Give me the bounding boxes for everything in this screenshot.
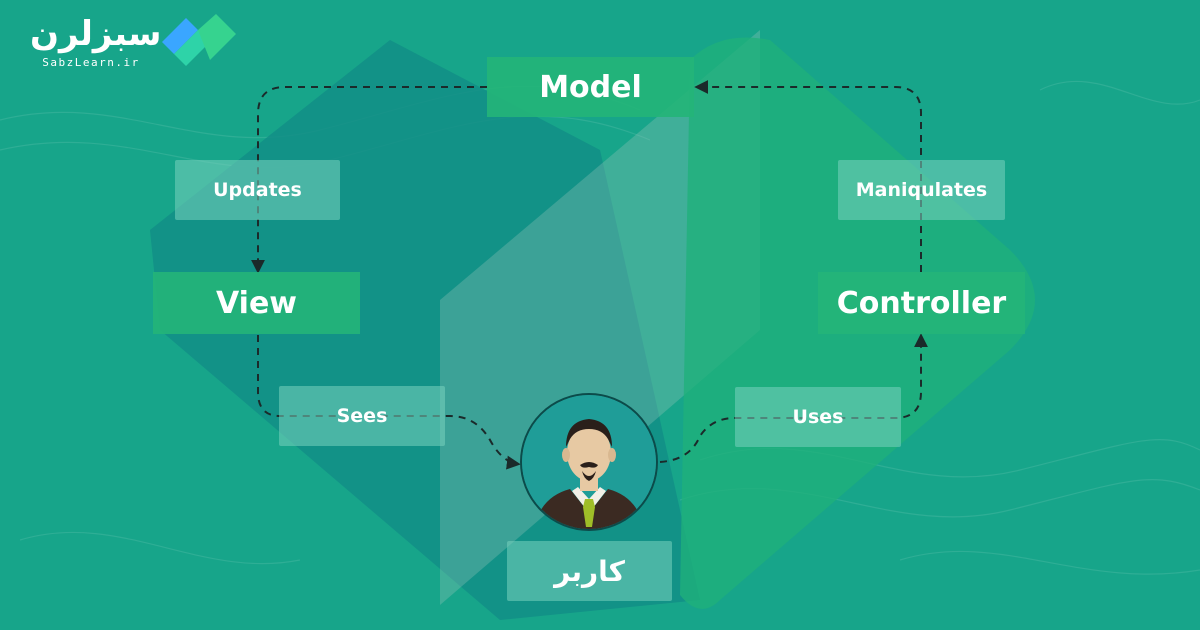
sees-label: Sees [336,405,388,427]
uses-label-box: Uses [735,387,901,447]
user-avatar-icon [520,393,658,531]
user-node: کاربر [507,541,672,601]
brand-logo[interactable]: سبزلرن SabzLearn.ir [30,12,250,72]
manipulates-label-box: Maniqulates [838,160,1005,220]
updates-label-box: Updates [175,160,340,220]
avatar-illustration [522,395,656,529]
view-label: View [215,285,298,321]
uses-label: Uses [792,406,844,428]
arrow-model-to-view [251,86,487,274]
controller-node: Controller [818,272,1025,334]
brand-name: سبزلرن [30,14,162,54]
brand-domain: SabzLearn.ir [42,56,140,69]
arrow-user-to-controller [659,333,928,463]
updates-label: Updates [213,179,302,201]
view-node: View [153,272,360,334]
user-label: کاربر [554,554,625,588]
model-node: Model [487,57,694,117]
sees-label-box: Sees [279,386,445,446]
sabzlearn-logo-icon [162,14,236,66]
model-label: Model [539,69,642,105]
arrow-controller-to-model [694,80,922,272]
manipulates-label: Maniqulates [855,179,988,201]
controller-label: Controller [836,285,1007,321]
